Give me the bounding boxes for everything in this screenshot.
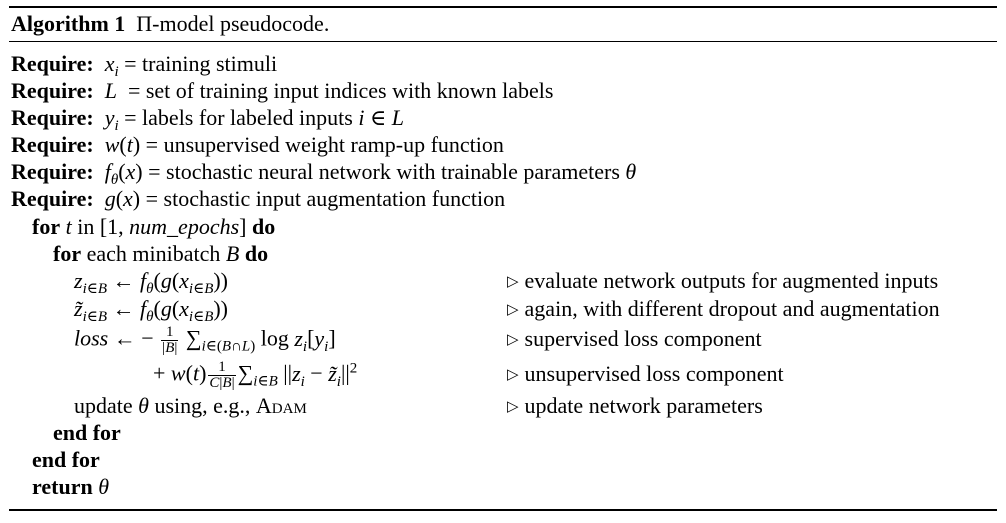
- math-theta: θ: [98, 474, 110, 499]
- for-minibatch-line: for each minibatch B do: [53, 241, 268, 267]
- require-keyword: Require:: [11, 132, 94, 157]
- math-g-x: g: [104, 186, 116, 211]
- comment-3: ▷supervised loss component: [507, 326, 762, 351]
- require-text-5: = stochastic neural network with trainab…: [148, 159, 620, 184]
- math-z-assign: zi∈B: [74, 268, 107, 297]
- do-keyword: do: [244, 241, 269, 266]
- for-keyword: for: [32, 214, 61, 239]
- require-text-2: = set of training input indices with kno…: [127, 78, 554, 103]
- require-keyword: Require:: [11, 105, 94, 130]
- top-rule: [9, 6, 997, 8]
- adam-label: Adam: [255, 393, 307, 418]
- end-for-inner: end for: [53, 420, 121, 445]
- loop1-in: in: [77, 214, 95, 239]
- return-keyword: return: [32, 474, 93, 499]
- require-keyword: Require:: [11, 78, 94, 103]
- triangle-right-icon: ▷: [507, 302, 519, 318]
- eval-line-2: z̃i∈B ← fθ(g(xi∈B)): [74, 296, 229, 325]
- math-y-i: yi: [104, 105, 119, 134]
- require-line-6: Require: g(x) = stochastic input augment…: [11, 186, 506, 211]
- triangle-right-icon: ▷: [507, 332, 519, 348]
- math-L: L: [104, 78, 117, 103]
- require-line-5: Require: fθ(x) = stochastic neural netwo…: [11, 159, 637, 188]
- end-for-outer: end for: [32, 447, 100, 472]
- for-keyword: for: [53, 241, 82, 266]
- require-keyword: Require:: [11, 159, 94, 184]
- loss-line-1: loss ← − 1|B| ∑i∈(B∩L) log zi[yi]: [74, 324, 336, 356]
- require-keyword: Require:: [11, 186, 94, 211]
- comment-5: ▷update network parameters: [507, 393, 763, 418]
- math-i-in-L: i: [358, 105, 365, 130]
- update-line: update θ using, e.g., Adam: [74, 393, 307, 418]
- math-w-t: w: [170, 360, 186, 386]
- require-line-1: Require: xi = training stimuli: [11, 51, 278, 80]
- eval-line-1: zi∈B ← fθ(g(xi∈B)): [74, 268, 229, 297]
- triangle-right-icon: ▷: [507, 274, 519, 290]
- algorithm-label: Algorithm 1: [11, 11, 126, 36]
- triangle-right-icon: ▷: [507, 367, 519, 383]
- algorithm-title: Π-model pseudocode.: [136, 11, 330, 36]
- caption-rule: [9, 41, 997, 42]
- do-keyword: do: [251, 214, 276, 239]
- return-line: return θ: [32, 474, 109, 500]
- comment-1: ▷evaluate network outputs for augmented …: [507, 268, 939, 293]
- math-x-i: xi: [104, 51, 119, 80]
- require-line-4: Require: w(t) = unsupervised weight ramp…: [11, 132, 504, 157]
- math-loss: loss: [74, 325, 109, 351]
- require-keyword: Require:: [11, 51, 94, 76]
- comment-4: ▷unsupervised loss component: [507, 361, 784, 386]
- for-epochs-line: for t in [1, num_epochs] do: [32, 214, 276, 239]
- require-text-6: = stochastic input augmentation function: [145, 186, 506, 211]
- require-text-1: = training stimuli: [124, 51, 278, 76]
- algorithm-caption: Algorithm 1 Π-model pseudocode.: [11, 11, 329, 37]
- require-line-3: Require: yi = labels for labeled inputs …: [11, 105, 404, 134]
- require-line-2: Require: L = set of training input indic…: [11, 78, 553, 104]
- math-theta: θ: [625, 159, 637, 184]
- math-theta: θ: [138, 393, 149, 418]
- triangle-right-icon: ▷: [507, 399, 519, 415]
- require-text-4: = unsupervised weight ramp-up function: [145, 132, 504, 157]
- math-num-epochs: num_epochs: [129, 214, 240, 239]
- fraction-1-over-B: 1|B|: [161, 324, 179, 356]
- math-w-t: w: [104, 132, 120, 157]
- require-text-3: = labels for labeled inputs: [124, 105, 353, 130]
- bottom-rule: [9, 509, 997, 511]
- loop2-text: each minibatch: [86, 241, 221, 266]
- math-t: t: [65, 214, 72, 239]
- math-z-tilde-assign: z̃i∈B: [74, 296, 107, 325]
- math-B: B: [225, 241, 240, 266]
- comment-2: ▷again, with different dropout and augme…: [507, 296, 940, 321]
- math-f-theta-x: fθ: [104, 159, 119, 188]
